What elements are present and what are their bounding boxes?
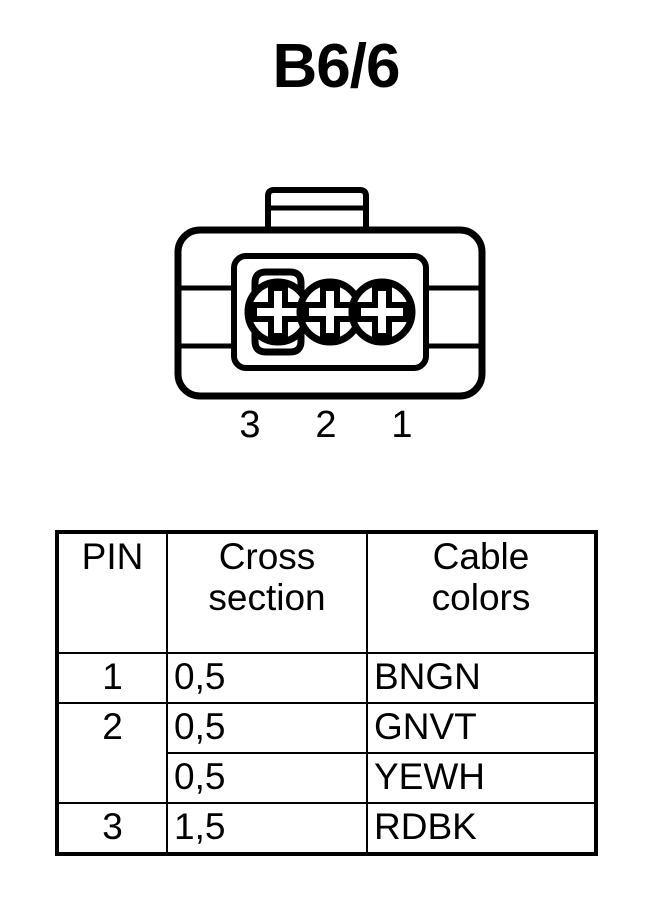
pin-assignment-table-wrapper: PIN Cross section Cable colors 1 0,5 BNG…	[55, 530, 598, 856]
cell-cross-section: 0,5	[166, 752, 368, 804]
column-header-cross-section-line-1: Cross	[218, 536, 316, 577]
column-header-cable-colors-line-2: colors	[431, 577, 531, 619]
column-header-cable-colors: Cable colors	[366, 531, 597, 654]
cell-cable-colors: YEWH	[366, 752, 597, 804]
cell-cable-colors: GNVT	[366, 702, 597, 754]
cell-pin: 3	[56, 802, 168, 855]
column-header-pin: PIN	[56, 531, 168, 654]
pin-number-label-2: 2	[315, 404, 337, 446]
table-header-row: PIN Cross section Cable colors	[56, 531, 597, 654]
pin-cavity-3	[244, 268, 312, 356]
column-header-cable-colors-line-1: Cable	[432, 536, 530, 577]
cell-cable-colors: BNGN	[366, 652, 597, 704]
connector-front-view-svg	[174, 187, 486, 400]
connector-locking-tab	[265, 187, 369, 232]
pin-number-labels: 3 2 1	[228, 406, 424, 450]
column-header-cross-section-line-2: section	[208, 577, 326, 619]
table-row: 1 0,5 BNGN	[56, 652, 597, 704]
cell-pin: 1	[56, 652, 168, 704]
column-header-cross-section: Cross section	[166, 531, 368, 654]
cell-cross-section: 1,5	[166, 802, 368, 855]
pin-number-label-3: 3	[239, 404, 261, 446]
cell-pin: 2	[56, 702, 168, 804]
table-row: 2 0,5 GNVT	[56, 702, 597, 804]
pin-number-label-1: 1	[391, 404, 413, 446]
table-row: 0,5 YEWH	[57, 752, 597, 804]
connector-diagram	[150, 178, 510, 458]
cell-cable-colors: RDBK	[366, 802, 597, 855]
pin-assignment-table: PIN Cross section Cable colors 1 0,5 BNG…	[55, 530, 598, 856]
table-row: 3 1,5 RDBK	[56, 802, 597, 855]
pin-cavity-1	[348, 278, 416, 346]
cell-cross-section: 0,5	[166, 702, 368, 754]
cell-cross-section: 0,5	[166, 652, 368, 704]
page-title: B6/6	[272, 32, 401, 101]
column-header-pin-line-1: PIN	[81, 536, 144, 577]
